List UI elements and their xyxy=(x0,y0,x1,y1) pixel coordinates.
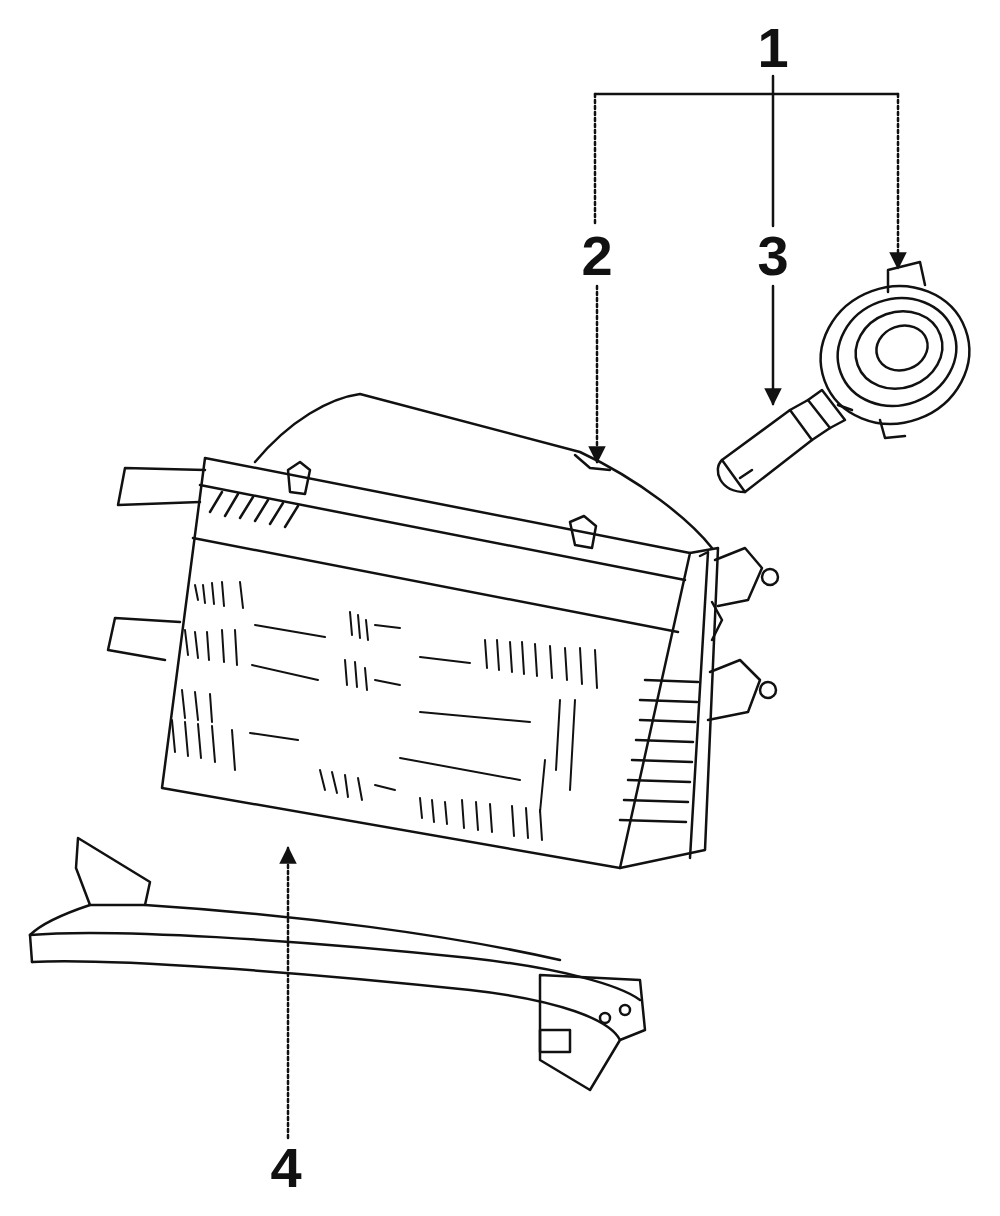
trim-molding xyxy=(30,838,645,1090)
lens-pattern xyxy=(172,582,597,840)
headlamp-assembly xyxy=(108,394,778,868)
bulb-socket xyxy=(801,262,988,445)
bulb xyxy=(718,390,852,492)
leader-lines xyxy=(288,76,898,1138)
callout-number: 1 xyxy=(757,20,788,76)
callout-number: 4 xyxy=(270,1140,301,1196)
callout-number: 2 xyxy=(581,228,612,284)
callout-number: 3 xyxy=(757,228,788,284)
